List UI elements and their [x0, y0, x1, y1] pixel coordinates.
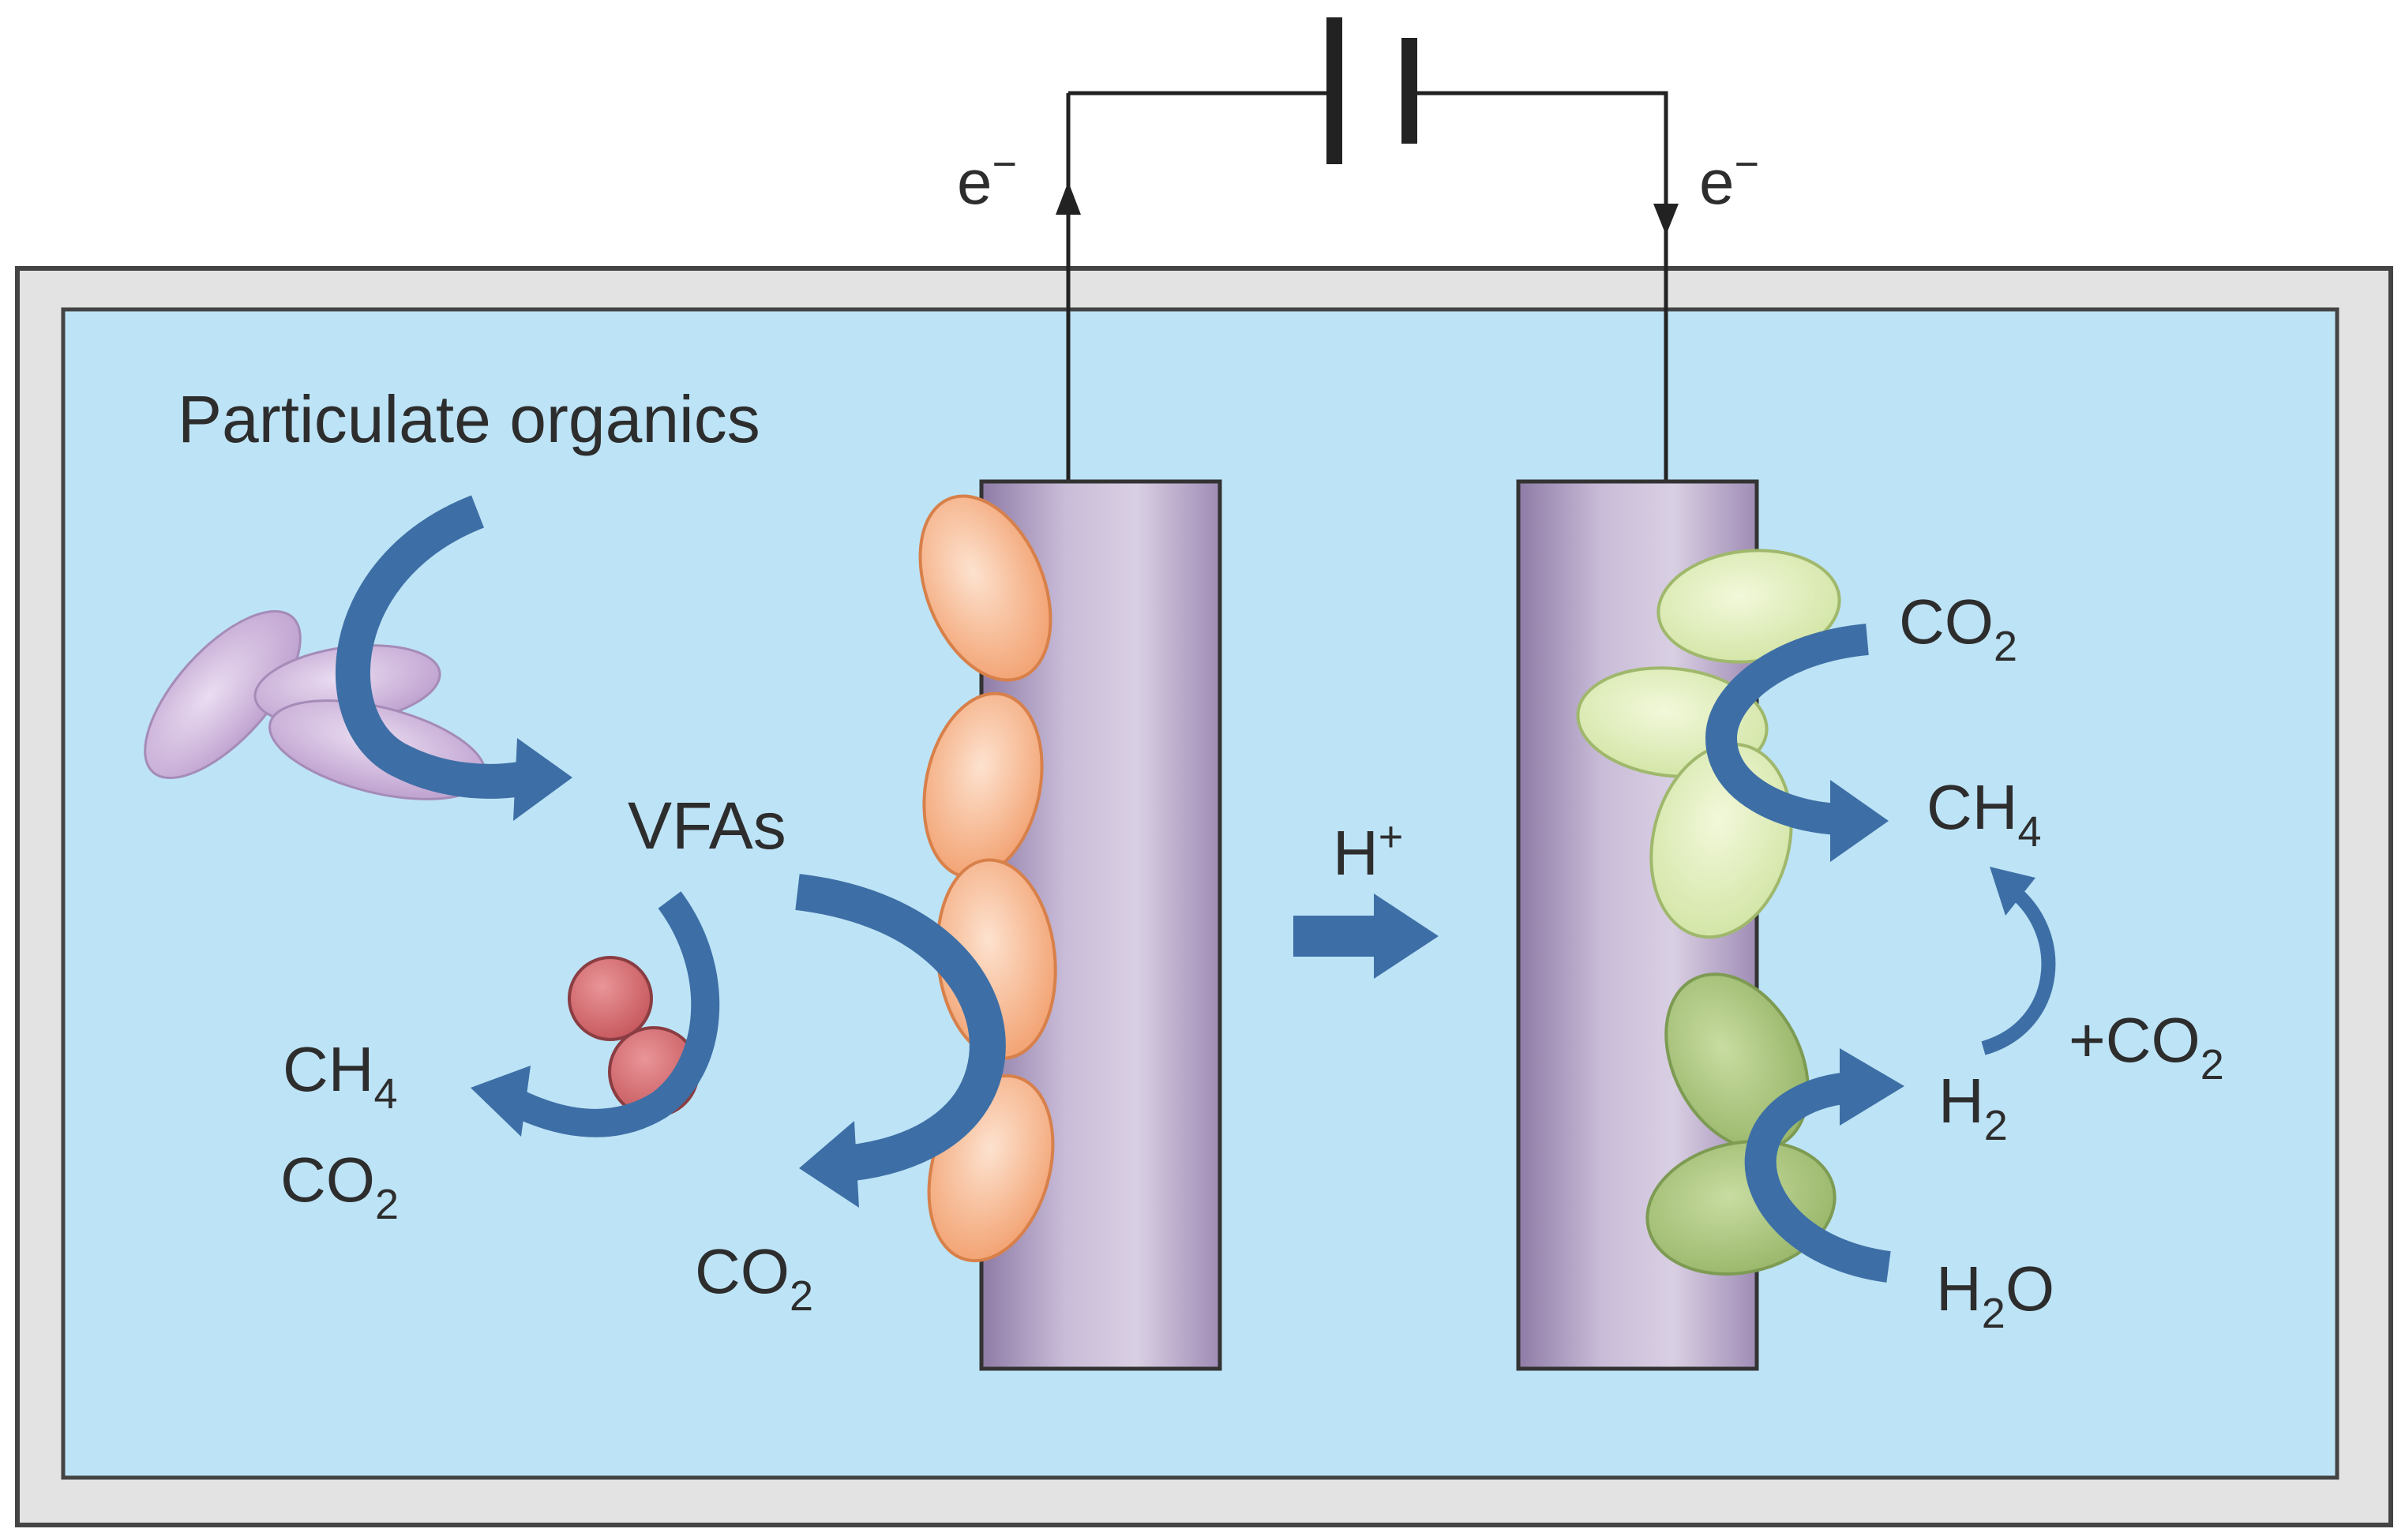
hydrogenotrophic-arrow-icon [1981, 867, 2056, 1055]
h-plus-label: H+ [1333, 813, 1403, 888]
proton-transfer-arrow-icon [1293, 894, 1439, 979]
cathode-biofilm-upper [1576, 549, 1841, 939]
hydrolysis-arrow-icon [336, 495, 572, 821]
battery-icon [1326, 17, 1417, 164]
co2-anode-label: CO2 [695, 1236, 813, 1320]
water-reduction-arrow-icon [1744, 1048, 1904, 1283]
co2-cathode-label: CO2 [1899, 586, 2017, 670]
h2o-label: H2O [1936, 1253, 2054, 1337]
co2-left-label: CO2 [280, 1145, 399, 1228]
acetoclastic-arrow-icon [471, 891, 720, 1137]
electron-down-arrow-icon [1653, 204, 1679, 235]
ch4-left-label: CH4 [283, 1034, 398, 1118]
anode-oxidation-arrow-icon [795, 874, 1006, 1208]
electron-label-right: e− [1699, 141, 1759, 217]
ch4-cathode-label: CH4 [1927, 772, 2042, 856]
electron-label-left: e− [957, 141, 1017, 217]
external-circuit [1066, 91, 1668, 480]
plus-co2-label: +CO2 [2069, 1005, 2224, 1088]
wire-top-right [1413, 91, 1668, 480]
co2-reduction-arrow-icon [1705, 624, 1889, 862]
particulate-organics-label: Particulate organics [178, 382, 760, 456]
vfas-label: VFAs [628, 789, 786, 863]
h2-cathode-label: H2 [1938, 1066, 2008, 1149]
electron-up-arrow-icon [1056, 182, 1081, 215]
